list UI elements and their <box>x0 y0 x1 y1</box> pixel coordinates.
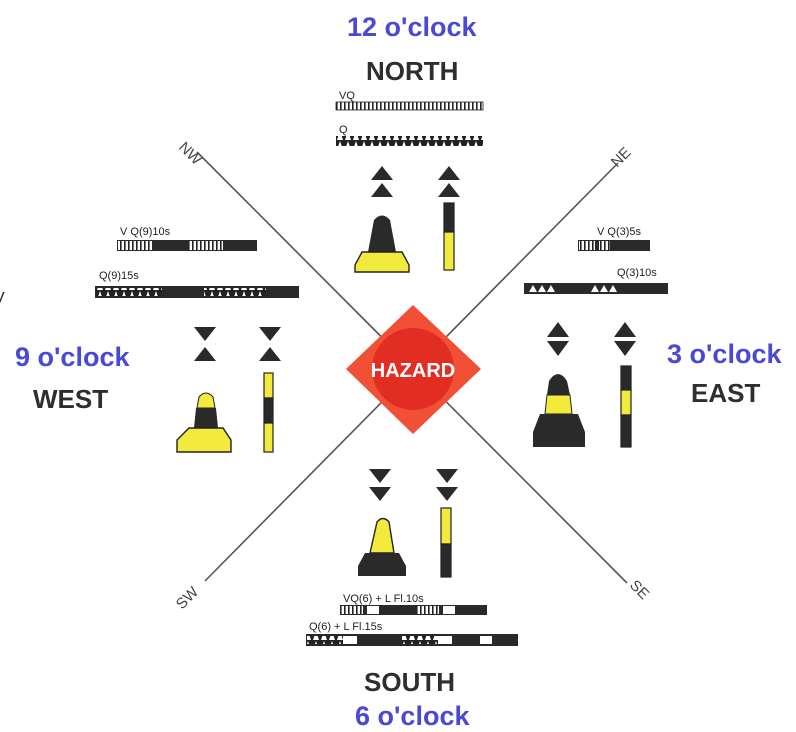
north-lights: VQ Q <box>335 90 484 146</box>
west-light-bar-vq <box>117 240 257 251</box>
south-clock-label: 6 o'clock <box>355 701 470 731</box>
north-spar-buoy-icon <box>443 202 455 271</box>
south-direction-label: SOUTH <box>364 667 455 697</box>
quadrant-label-sw: SW <box>173 583 203 613</box>
quadrant-label-se: SE <box>626 577 652 603</box>
west-topmark-icon <box>194 327 281 361</box>
north-light-bar-q <box>336 136 483 146</box>
east-light-label-vq: V Q(3)5s <box>597 226 642 238</box>
north-topmark-icon <box>371 166 460 197</box>
east-pillar-buoy-icon <box>533 374 585 447</box>
south-spar-buoy-icon <box>440 507 452 578</box>
south-light-label-q: Q(6) + L Fl.15s <box>309 621 383 633</box>
hazard-label: HAZARD <box>371 360 455 382</box>
east-direction-label: EAST <box>691 378 761 408</box>
west-direction-label: WEST <box>33 384 109 414</box>
north-pillar-buoy-icon <box>354 215 410 273</box>
hazard-marker: HAZARD <box>346 305 481 434</box>
east-spar-buoy-icon <box>620 365 632 448</box>
south-lights: VQ(6) + L Fl.10s Q(6) + L Fl.15s <box>306 593 518 646</box>
west-lights: V Q(9)10s Q(9)15s <box>95 226 299 298</box>
east-lights: V Q(3)5s Q(3)10s <box>524 226 668 294</box>
south-pillar-buoy-icon <box>358 517 406 576</box>
north-light-label-q: Q <box>339 124 348 136</box>
north-clock-label: 12 o'clock <box>347 12 477 42</box>
north-direction-label: NORTH <box>366 56 459 86</box>
quadrant-label-nw: NW <box>175 139 205 169</box>
west-clock-label: 9 o'clock <box>15 342 130 372</box>
south-topmark-icon <box>369 469 458 501</box>
east-light-bar <box>578 240 650 251</box>
quadrant-label-ne: NE <box>608 144 635 171</box>
west-light-label-q: Q(9)15s <box>99 270 139 282</box>
north-light-bar-vq <box>335 101 484 111</box>
stray-mark: V <box>0 290 5 308</box>
east-clock-label: 3 o'clock <box>667 339 782 369</box>
north-light-label-vq: VQ <box>339 90 355 102</box>
west-spar-buoy-icon <box>263 372 274 453</box>
west-pillar-buoy-icon <box>176 392 232 453</box>
east-topmark-icon <box>547 322 636 356</box>
hazard-disc <box>372 328 454 410</box>
east-light-label-q: Q(3)10s <box>617 267 657 279</box>
south-light-bar-vq <box>340 605 487 615</box>
south-light-label-vq: VQ(6) + L Fl.10s <box>343 593 424 605</box>
west-light-label-vq: V Q(9)10s <box>120 226 171 238</box>
